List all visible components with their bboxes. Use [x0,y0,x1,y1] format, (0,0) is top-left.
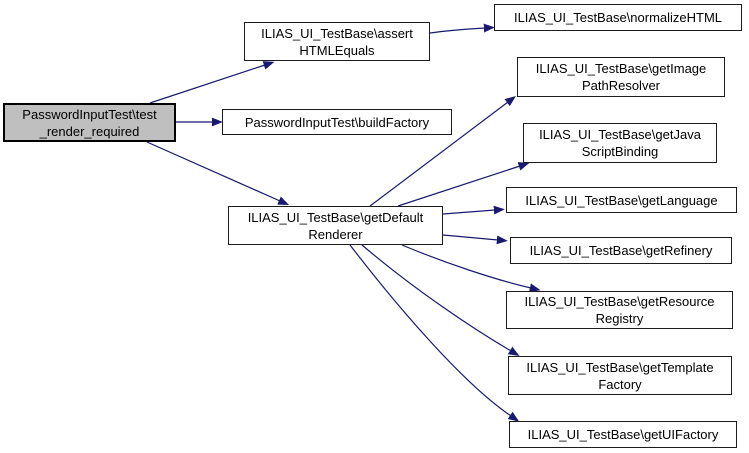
node-label-line1: ILIAS_UI_TestBase\getJava [539,127,701,142]
node-label-line2: ScriptBinding [581,144,659,159]
node-ilias-ui-testbase-getimagepathresolver[interactable]: ILIAS_UI_TestBase\getImage PathResolver [517,57,725,97]
node-ilias-ui-testbase-getlanguage[interactable]: ILIAS_UI_TestBase\getLanguage [506,187,737,213]
edge-getdefaultrenderer-to-getresourceregistry [401,244,541,293]
node-label-line1: ILIAS_UI_TestBase\getLanguage [525,192,718,208]
node-label-line1: ILIAS_UI_TestBase\getRefinery [529,243,713,258]
node-label-line2: HTMLEquals [299,42,375,58]
node-ilias-ui-testbase-getrefinery[interactable]: ILIAS_UI_TestBase\getRefinery [510,237,732,264]
edge-getdefaultrenderer-to-getuifactory [349,244,520,422]
edge-test-render-required-to-asserthtmlequals [149,61,275,104]
node-label-line1: ILIAS_UI_TestBase\normalizeHTML [513,10,723,25]
node-ilias-ui-testbase-getjavascriptbinding[interactable]: ILIAS_UI_TestBase\getJava ScriptBinding [523,123,717,163]
node-label-line1: ILIAS_UI_TestBase\getResource [524,294,715,309]
node-label-line2: Renderer [308,226,363,242]
node-ilias-ui-testbase-gettemplatefactory[interactable]: ILIAS_UI_TestBase\getTemplate Factory [508,356,732,395]
edge-getdefaultrenderer-to-getrefinery [442,234,508,245]
edge-test-render-required-to-getdefaultrenderer [146,141,290,206]
node-ilias-ui-testbase-getuifactory[interactable]: ILIAS_UI_TestBase\getUIFactory [509,421,737,448]
node-label-line1: PasswordInputTest\test [22,106,157,122]
edge-getdefaultrenderer-to-gettemplatefactory [361,244,520,357]
node-label-line1: PasswordInputTest\buildFactory [244,114,430,130]
node-ilias-ui-testbase-getresourceregistry[interactable]: ILIAS_UI_TestBase\getResource Registry [506,291,733,329]
node-label-line1: ILIAS_UI_TestBase\getTemplate [526,359,714,375]
edge-asserthtmlequals-to-normalizehtml [429,23,495,34]
node-ilias-ui-testbase-normalizehtml[interactable]: ILIAS_UI_TestBase\normalizeHTML [494,4,742,31]
node-label-line2: _render_required [39,123,140,139]
edge-getdefaultrenderer-to-getlanguage [442,205,505,215]
node-ilias-ui-testbase-asserthtmlequals[interactable]: ILIAS_UI_TestBase\assert HTMLEquals [244,22,430,61]
node-label-line2: PathResolver [581,78,661,93]
edge-getdefaultrenderer-to-getjavascriptbinding [397,162,530,207]
node-label-line2: Factory [598,376,642,392]
node-ilias-ui-testbase-getdefaultrenderer[interactable]: ILIAS_UI_TestBase\getDefault Renderer [228,206,443,245]
node-label-line1: ILIAS_UI_TestBase\getImage [535,61,707,76]
node-label-line2: Registry [595,311,644,326]
edge-getdefaultrenderer-to-getimagepathresolver [369,96,516,207]
node-passwordinputtest-test-render-required: PasswordInputTest\test _render_required [3,103,176,142]
node-label-line1: ILIAS_UI_TestBase\getUIFactory [527,427,719,442]
node-label-line1: ILIAS_UI_TestBase\getDefault [247,209,424,225]
node-passwordinputtest-buildfactory[interactable]: PasswordInputTest\buildFactory [222,109,452,135]
node-label-line1: ILIAS_UI_TestBase\assert [261,25,413,41]
